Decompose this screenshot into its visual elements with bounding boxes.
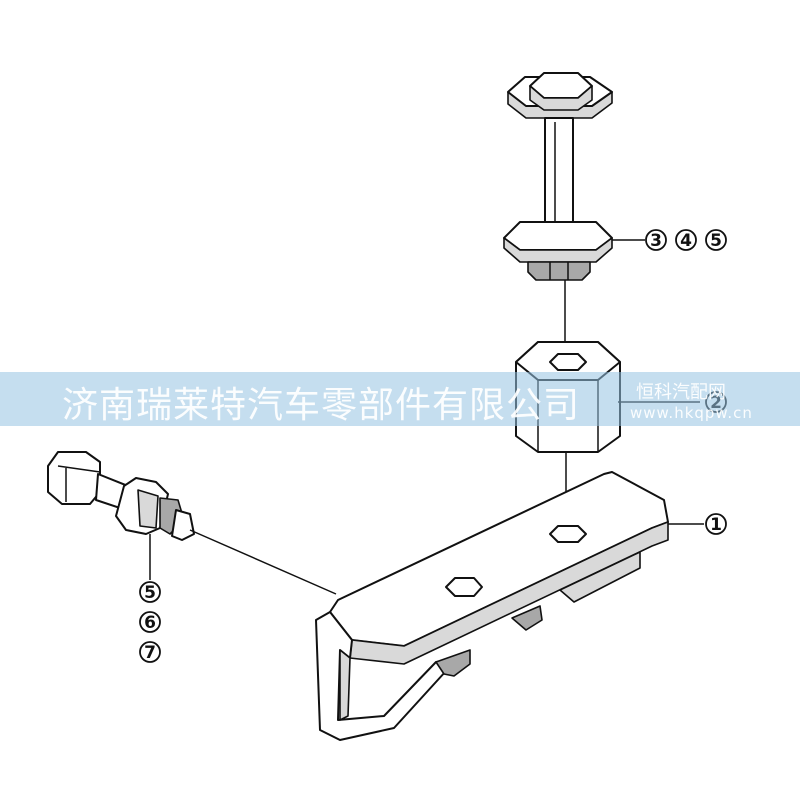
watermark-band	[0, 372, 800, 426]
upper-bolt-assembly	[503, 72, 645, 352]
watermark-brand: 恒科汽配网	[636, 382, 726, 403]
callout-label-3: 3	[650, 231, 662, 251]
callout-group-345: 3 4 5	[645, 229, 727, 251]
mounting-bracket	[315, 471, 704, 741]
callout-label-6: 6	[144, 613, 156, 633]
bracket-hex-cutout-2	[549, 525, 587, 543]
callout-1: 1	[705, 513, 727, 535]
callout-label-4: 4	[680, 231, 692, 251]
side-bolt-assembly	[47, 451, 337, 595]
bracket-hex-cutout-1	[445, 577, 483, 597]
callout-label-5a: 5	[710, 231, 722, 251]
upper-lower-washer	[503, 221, 613, 251]
side-bolt-head	[47, 451, 101, 505]
upper-bolt-shank	[544, 117, 574, 239]
callout-label-1: 1	[710, 515, 722, 535]
spacer-hex-hole	[549, 353, 587, 371]
callout-label-7: 7	[144, 643, 156, 663]
callout-group-567: 5 6 7	[139, 581, 161, 663]
upper-nut	[527, 261, 591, 281]
watermark-url: www.hkqpw.cn	[630, 404, 753, 422]
watermark-company: 济南瑞莱特汽车零部件有限公司	[62, 385, 581, 426]
callout-label-5b: 5	[144, 583, 156, 603]
